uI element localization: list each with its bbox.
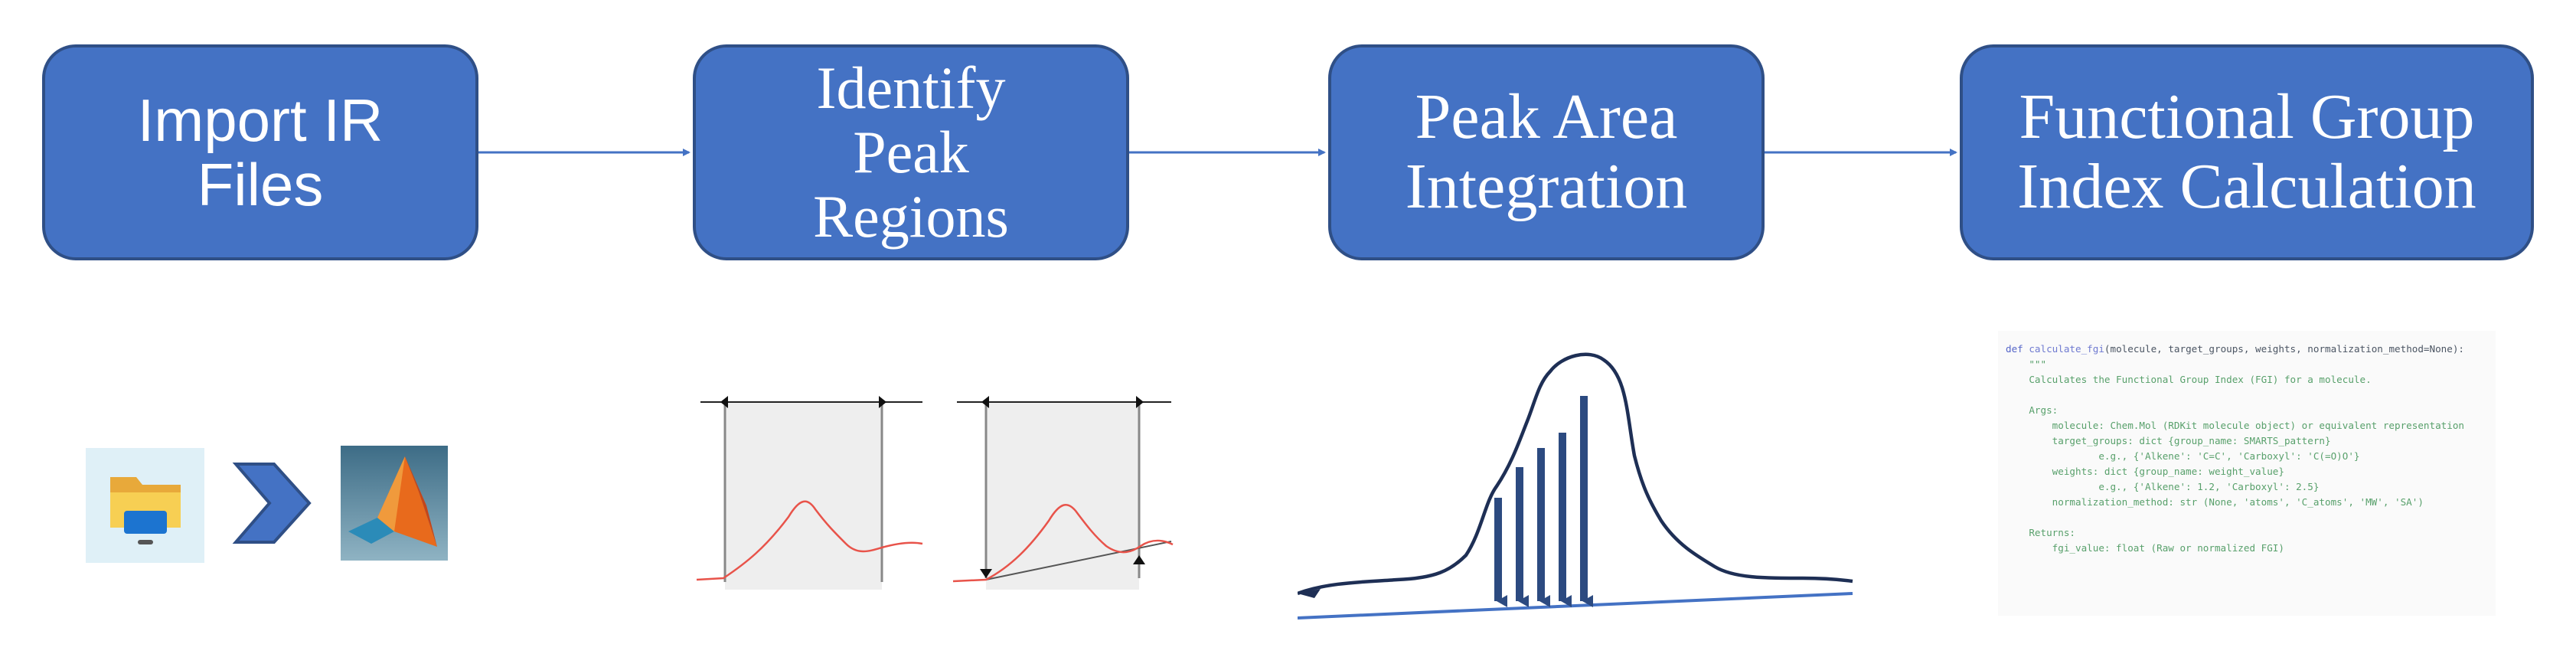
step-4-line-1: Functional Group <box>2019 81 2475 153</box>
step-2-line-1: Identify <box>816 54 1006 121</box>
step-1-line-1: Import IR <box>137 86 384 154</box>
step-peak-area-integration: Peak Area Integration <box>1328 44 1765 260</box>
code-line: weights: dict {group_name: weight_value} <box>2006 466 2284 477</box>
step-2-line-3: Regions <box>813 183 1009 250</box>
code-line: normalization_method: str (None, 'atoms'… <box>2006 496 2424 508</box>
code-keyword: def <box>2006 343 2029 355</box>
step-3-line-1: Peak Area <box>1415 81 1678 153</box>
step-import-ir-files: Import IR Files <box>42 44 478 260</box>
peak-area-integration-icon <box>1298 352 1853 620</box>
code-line: Returns: <box>2006 527 2075 538</box>
code-line: fgi_value: float (Raw or normalized FGI) <box>2006 542 2284 554</box>
code-line: e.g., {'Alkene': 1.2, 'Carboxyl': 2.5} <box>2006 481 2320 492</box>
step-1-line-2: Files <box>197 151 324 218</box>
code-line: target_groups: dict {group_name: SMARTS_… <box>2006 435 2331 446</box>
step-2-line-2: Peak <box>853 118 969 185</box>
step-identify-peak-regions: Identify Peak Regions <box>693 44 1129 260</box>
peak-region-plot-icon <box>696 396 923 590</box>
code-line: Calculates the Functional Group Index (F… <box>2006 374 2372 385</box>
code-line: Args: <box>2006 404 2059 416</box>
code-line: e.g., {'Alkene': 'C=C', 'Carboxyl': 'C(=… <box>2006 450 2360 462</box>
code-blank-line <box>2006 510 2488 525</box>
code-arguments: (molecule, target_groups, weights, norma… <box>2104 343 2465 355</box>
matlab-icon <box>341 446 448 561</box>
code-function-name: calculate_fgi <box>2029 343 2104 355</box>
code-signature: def calculate_fgi(molecule, target_group… <box>2006 342 2488 357</box>
step-functional-group-index: Functional Group Index Calculation <box>1960 44 2534 260</box>
code-line: molecule: Chem.Mol (RDKit molecule objec… <box>2006 420 2464 431</box>
fgi-code-snippet: def calculate_fgi(molecule, target_group… <box>1998 331 2496 616</box>
peak-region-baseline-plot-icon <box>952 396 1174 590</box>
code-line: """ <box>2006 358 2047 370</box>
folder-icon <box>86 448 204 563</box>
code-blank-line <box>2006 387 2488 403</box>
step-3-line-2: Integration <box>1405 151 1688 222</box>
chevron-right-icon <box>232 463 312 544</box>
step-4-line-2: Index Calculation <box>2017 151 2476 222</box>
